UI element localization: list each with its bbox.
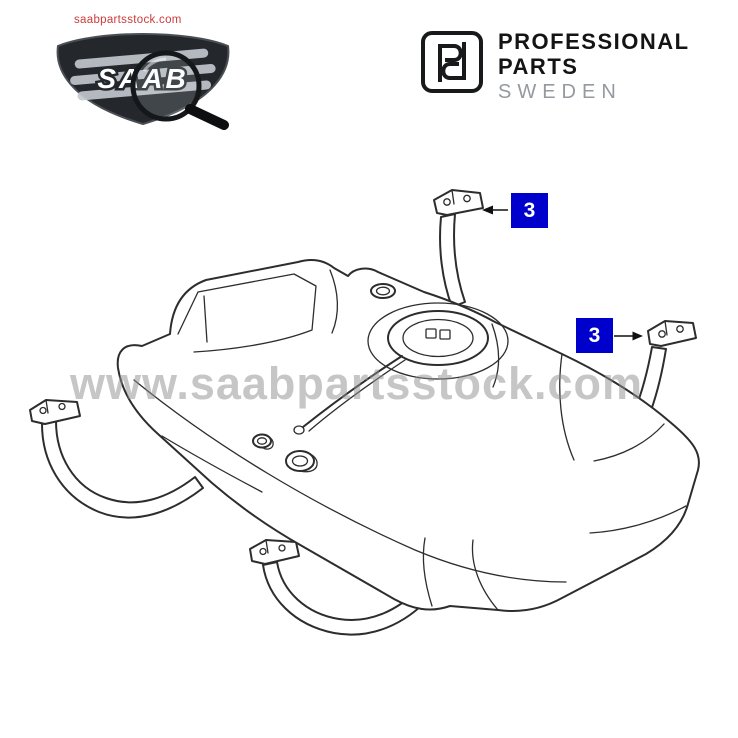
professional-parts-wordmark: PROFESSIONAL PARTS SWEDEN bbox=[498, 29, 690, 104]
callout-3-upper[interactable]: 3 bbox=[511, 193, 548, 228]
magnifier-icon bbox=[130, 50, 229, 130]
brand-line-parts: PARTS bbox=[498, 53, 579, 79]
saab-badge-text: SAAB bbox=[97, 63, 188, 94]
site-link[interactable]: saabpartsstock.com bbox=[74, 14, 182, 26]
brand-line-sweden: SWEDEN bbox=[498, 81, 622, 104]
professional-parts-monogram-icon bbox=[421, 31, 483, 93]
pointer-arrow-right bbox=[614, 331, 643, 341]
fuel-tank-body bbox=[116, 259, 700, 612]
callout-3-right[interactable]: 3 bbox=[576, 318, 613, 353]
mounting-strap-upper bbox=[433, 189, 484, 308]
fuel-sender-unit bbox=[293, 283, 509, 435]
tank-side-ports bbox=[252, 433, 318, 473]
brand-line-professional: PROFESSIONAL bbox=[498, 29, 690, 54]
pointer-arrow-upper bbox=[482, 205, 508, 215]
saab-logo: SAAB bbox=[56, 33, 230, 130]
tank-strap-front-left bbox=[29, 399, 204, 519]
professional-parts-logo: PROFESSIONAL PARTS SWEDEN bbox=[420, 29, 690, 104]
